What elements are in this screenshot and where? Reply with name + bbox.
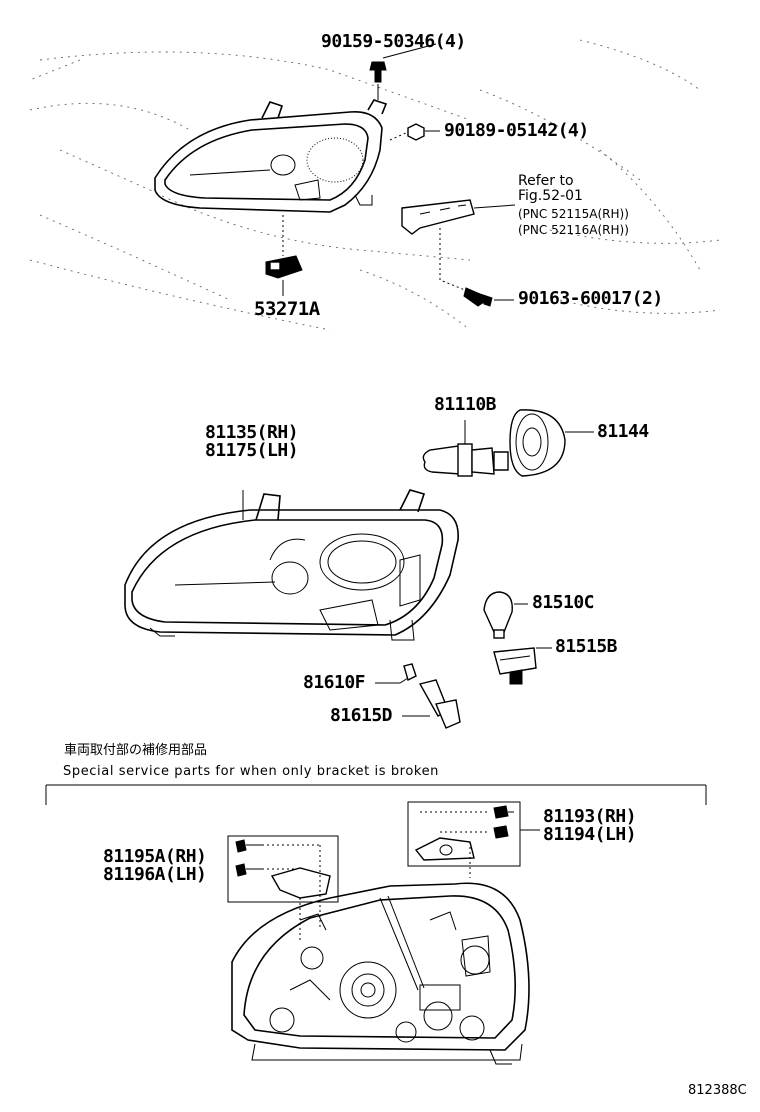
label-bulb-hb: 81110B [434,394,497,415]
label-lamp-rh: 81135(RH) [205,422,299,443]
screw-bracket-icon [463,287,493,307]
headlamp-installed [154,99,388,213]
label-socket-small: 81615D [330,705,393,726]
label-refer-fig: Fig.52-01 [518,188,583,204]
label-refer-to: Refer to [518,173,574,189]
headlamp-rear-view [231,882,530,1065]
label-clip: 53271A [254,298,320,320]
vehicle-body-outline [29,39,721,331]
label-bracket-b-rh: 81193(RH) [543,806,637,827]
bulb-side-icon [483,591,528,639]
screw-top-icon [369,61,387,100]
cap-icon [509,409,594,477]
socket-side-icon [493,647,552,685]
label-socket-side: 81515B [555,636,618,657]
nut-icon [407,123,425,141]
leader-screw-top [382,43,437,59]
clip-icon [265,215,303,296]
label-bulb-side: 81510C [532,592,595,613]
label-note-en: Special service parts for when only brac… [63,764,440,779]
bulb-hb-icon [422,420,509,477]
socket-small-icon [402,679,461,729]
bracket-a-box [227,835,339,940]
leader-nut-dash [389,131,409,141]
bracket-b-box [407,801,521,878]
label-bracket-a-lh: 81196A(LH) [103,864,207,885]
label-screw-bracket: 90163-60017(2) [518,288,663,309]
leader-bracket-dash [439,228,471,293]
figure-code: 812388C [688,1083,747,1098]
label-note-jp: 車両取付部の補修用部品 [64,743,208,758]
leader-refer [473,204,516,209]
bulb-small-icon [375,663,417,684]
label-screw-top: 90159-50346(4) [321,31,466,52]
label-pnc-rh: (PNC 52115A(RH)) [518,207,629,221]
label-nut-top: 90189-05142(4) [444,120,589,141]
headlamp-assembly [124,489,459,641]
label-bracket-a-rh: 81195A(RH) [103,846,207,867]
label-bracket-b-lh: 81194(LH) [543,824,637,845]
bracket-ref-icon [401,199,475,235]
label-cap: 81144 [597,421,649,442]
label-bulb-small: 81610F [303,672,366,693]
service-parts-frame [45,784,707,805]
label-pnc-lh: (PNC 52116A(RH)) [518,223,629,237]
label-lamp-lh: 81175(LH) [205,440,299,461]
